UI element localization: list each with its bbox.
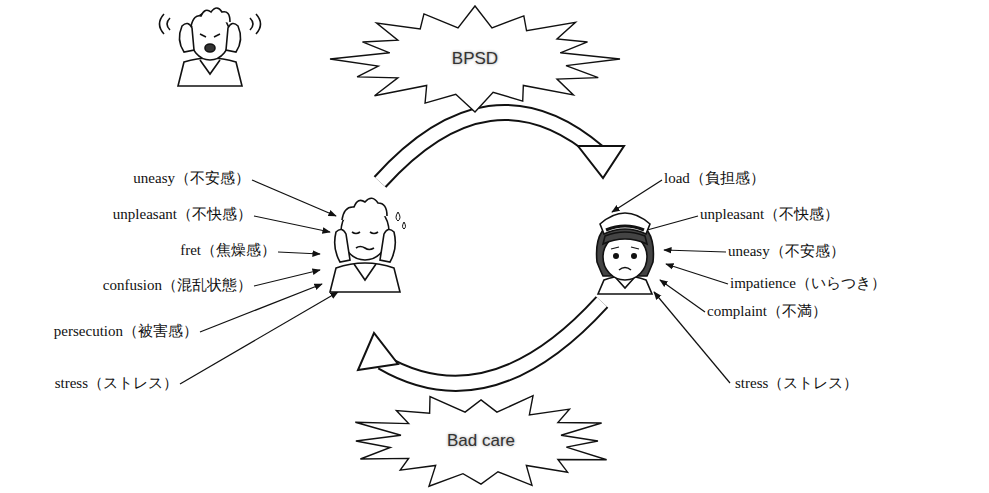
figure-mouth: [619, 268, 631, 271]
leader-arrow: [666, 264, 728, 284]
figure-hair: [342, 198, 387, 220]
agitated-elder-figure: [160, 8, 261, 86]
leader-arrow: [254, 270, 320, 286]
figure-hand: [335, 229, 350, 262]
leader-arrow: [278, 252, 320, 254]
figure-eyes: [200, 34, 220, 37]
feeling-label: uneasy（不安感）: [728, 241, 845, 261]
figure-eye: [632, 254, 636, 258]
figure-eye: [614, 254, 618, 258]
figure-mouth: [356, 247, 374, 250]
feeling-label: impatience（いらつき）: [730, 273, 886, 293]
starburst-shape: [330, 6, 620, 112]
feeling-label: stress（ストレス）: [55, 373, 178, 393]
starburst-text: BPSD: [330, 6, 620, 112]
feeling-label: confusion（混乱状態）: [103, 275, 252, 295]
arrow-outline: [380, 112, 598, 182]
nurse-cap: [600, 213, 650, 234]
feeling-label: unpleasant（不快感）: [113, 204, 252, 224]
figure-fringe: [603, 232, 647, 244]
cycle-arrow-top: [380, 112, 624, 182]
figure-hand: [226, 23, 241, 52]
figure-body: [330, 263, 400, 292]
figure-body: [178, 58, 242, 86]
figure-mouth: [205, 44, 215, 52]
figure-brows: [611, 247, 639, 249]
feeling-label: persecution（被害感）: [54, 321, 198, 341]
starburst: BPSD: [330, 6, 620, 112]
starburst-text: Bad care: [345, 392, 617, 490]
arrow-head: [578, 146, 624, 178]
feeling-label: uneasy（不安感）: [133, 168, 250, 188]
feeling-label: fret（焦燥感）: [180, 240, 276, 260]
cap-band: [606, 226, 644, 230]
cycle-arrow-bottom: [358, 302, 602, 383]
feeling-label: stress（ストレス）: [735, 373, 858, 393]
arrow-outline: [382, 302, 602, 383]
figure-eyes: [352, 232, 378, 234]
arrow-head: [358, 333, 398, 370]
sweat-drops: [396, 212, 406, 229]
figure-hair: [191, 8, 230, 26]
shaking-marks: [160, 14, 261, 34]
figure-hand: [179, 23, 194, 52]
leader-arrow: [180, 292, 338, 384]
elder-figure: [330, 198, 406, 292]
feeling-label: complaint（不満）: [707, 301, 827, 321]
figure-hand: [380, 229, 395, 262]
arrow-body: [380, 112, 598, 182]
nurse-figure: [597, 213, 654, 294]
figure-collar: [354, 264, 376, 280]
leader-arrow: [252, 180, 336, 216]
starburst: Bad care: [345, 392, 617, 490]
leader-arrow: [612, 180, 662, 212]
leader-arrow: [254, 216, 330, 232]
feeling-label: unpleasant（不快感）: [700, 204, 839, 224]
arrow-body: [382, 302, 602, 383]
figure-collar: [200, 60, 220, 74]
feeling-label: load（負担感）: [664, 168, 765, 188]
leader-arrow: [664, 250, 726, 252]
